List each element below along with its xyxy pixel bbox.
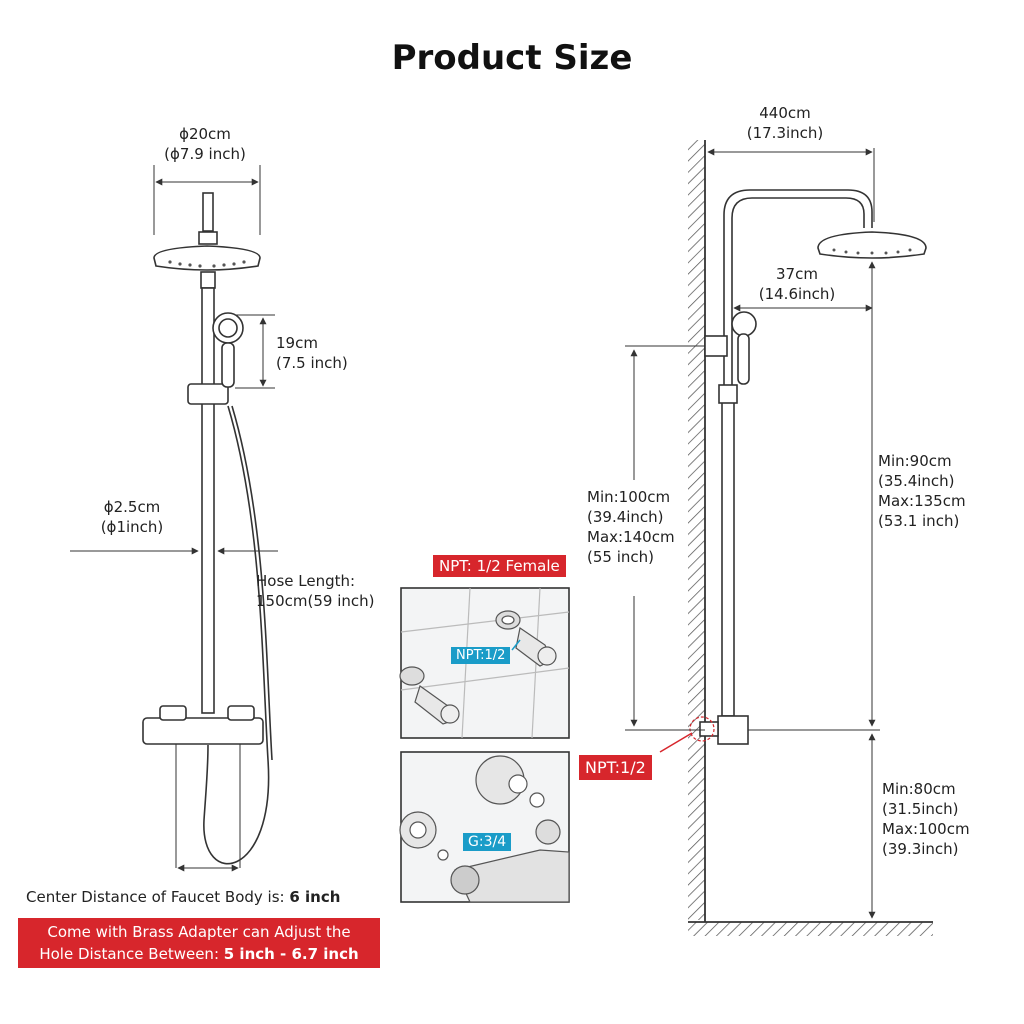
head-height-label: Min:90cm (35.4inch) Max:135cm (53.1 inch… xyxy=(878,451,966,531)
valve-height-max-inch: (39.3inch) xyxy=(882,840,959,858)
hose-length-label: Hose Length: 150cm(59 inch) xyxy=(256,571,374,611)
arm-projection-inch: (14.6inch) xyxy=(758,285,836,303)
npt-half-small-tag: NPT:1/2 xyxy=(451,647,511,664)
right-shower-side-view xyxy=(625,140,933,936)
valve-height-max: Max:100cm xyxy=(882,820,970,838)
head-height-max-inch: (53.1 inch) xyxy=(878,512,960,530)
adapter-note-line2: Hole Distance Between: 5 inch - 6.7 inch xyxy=(18,943,380,965)
adapter-note: Come with Brass Adapter can Adjust the H… xyxy=(18,918,380,968)
valve-height-min-inch: (31.5inch) xyxy=(882,800,959,818)
npt-leader xyxy=(659,732,693,753)
handheld-length-cm: 19cm xyxy=(276,334,318,352)
handheld-length-inch: (7.5 inch) xyxy=(276,354,348,372)
center-distance-text: Center Distance of Faucet Body is: xyxy=(26,888,290,906)
left-shower-front-view xyxy=(70,165,278,872)
adapter-note-line2-text: Hole Distance Between: xyxy=(39,945,224,963)
pipe-diameter-label: ϕ2.5cm (ϕ1inch) xyxy=(92,497,172,537)
center-distance-note: Center Distance of Faucet Body is: 6 inc… xyxy=(26,888,340,906)
pipe-diameter-inch: (ϕ1inch) xyxy=(100,518,164,536)
npt-female-tag: NPT: 1/2 Female xyxy=(433,555,566,577)
head-diameter-inch: (ϕ7.9 inch) xyxy=(164,145,246,163)
hose-length-line2: 150cm(59 inch) xyxy=(256,592,375,610)
hose-length-line1: Hose Length: xyxy=(256,572,356,590)
valve-height-label: Min:80cm (31.5inch) Max:100cm (39.3inch) xyxy=(882,779,970,859)
arm-length-cm: 440cm xyxy=(759,104,811,122)
head-height-max: Max:135cm xyxy=(878,492,966,510)
head-height-min: Min:90cm xyxy=(878,452,952,470)
inset-bottom-g34 xyxy=(399,751,570,903)
slide-range-min: Min:100cm xyxy=(587,488,671,506)
npt-half-leader xyxy=(511,639,521,651)
pipe-diameter-cm: ϕ2.5cm xyxy=(103,498,161,516)
slide-range-max: Max:140cm xyxy=(587,528,675,546)
arm-projection-cm: 37cm xyxy=(776,265,818,283)
head-diameter-cm: ϕ20cm xyxy=(179,125,231,143)
arm-projection-label: 37cm (14.6inch) xyxy=(742,264,852,304)
page-title: Product Size xyxy=(391,38,633,78)
handheld-length-label: 19cm (7.5 inch) xyxy=(276,333,348,373)
center-distance-value: 6 inch xyxy=(289,888,341,906)
slide-range-max-inch: (55 inch) xyxy=(587,548,654,566)
head-height-min-inch: (35.4inch) xyxy=(878,472,955,490)
arm-length-inch: (17.3inch) xyxy=(746,124,824,142)
arm-length-label: 440cm (17.3inch) xyxy=(730,103,840,143)
valve-height-min: Min:80cm xyxy=(882,780,956,798)
adapter-note-line1: Come with Brass Adapter can Adjust the xyxy=(47,923,351,941)
g34-tag: G:3/4 xyxy=(463,833,512,851)
head-diameter-label: ϕ20cm (ϕ7.9 inch) xyxy=(150,124,260,164)
adapter-note-line2-value: 5 inch - 6.7 inch xyxy=(223,945,359,963)
slide-range-min-inch: (39.4inch) xyxy=(587,508,664,526)
slide-range-label: Min:100cm (39.4inch) Max:140cm (55 inch) xyxy=(587,487,675,567)
npt-half-tag: NPT:1/2 xyxy=(579,755,652,780)
